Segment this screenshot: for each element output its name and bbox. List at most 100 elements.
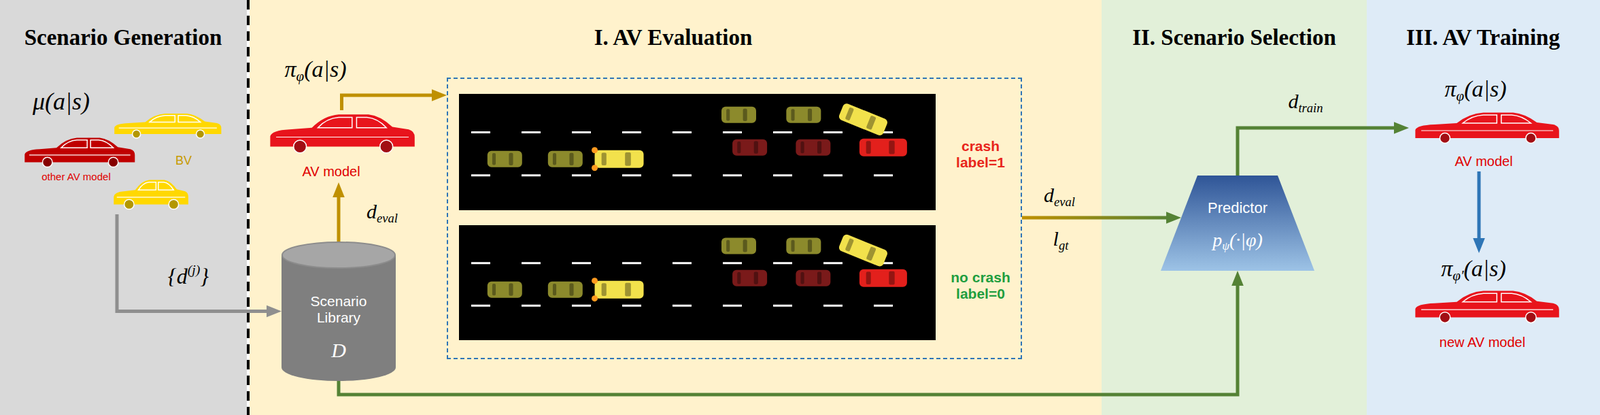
- text-wrap: AV model: [1454, 153, 1513, 170]
- vehicle-body: [732, 139, 768, 156]
- road-background: [458, 225, 936, 340]
- car-wheel: [1525, 133, 1537, 144]
- text-part: }: [199, 263, 209, 289]
- car-window: [318, 117, 353, 128]
- car-body: [1415, 112, 1559, 139]
- crash-label: no crash label=0: [942, 269, 1019, 302]
- policy-label: πφ′(a|s): [1440, 254, 1507, 285]
- text-part: (a|s): [303, 56, 347, 82]
- connector-arrow: [116, 214, 275, 312]
- car-trim: [116, 196, 185, 198]
- car-node: πφ′(a|s)new AV model: [1408, 252, 1566, 355]
- car-trim: [1421, 309, 1554, 311]
- subscript: ψ: [1221, 240, 1230, 253]
- car-icon: [24, 137, 135, 167]
- vehicle-window: [754, 271, 759, 285]
- car-wheel: [293, 140, 307, 153]
- text-wrap: no crash label=0: [942, 269, 1019, 302]
- subscript: train: [1298, 99, 1323, 115]
- vehicle-window: [552, 152, 557, 165]
- stage-panel: I. AV Evaluationπφ(a|s)AV modelScenario …: [249, 0, 1102, 415]
- library-label: Scenario Library: [287, 293, 390, 326]
- vehicle-icon: [786, 237, 821, 254]
- car-wheel: [380, 140, 394, 153]
- car-node: πφ(a|s) AV model: [1408, 74, 1566, 172]
- cylinder-body: [281, 254, 396, 381]
- vehicle-window: [726, 240, 730, 252]
- vehicle-body: [594, 280, 644, 299]
- lane-marking: [471, 174, 924, 177]
- subscript: φ: [1456, 87, 1465, 105]
- car-wheel: [132, 129, 141, 139]
- text-wrap: crash label=1: [942, 138, 1019, 171]
- car-label: AV model: [301, 163, 360, 180]
- car-wheel: [124, 199, 134, 209]
- text-wrap: lgt: [1053, 227, 1069, 253]
- vehicle-window: [737, 141, 741, 153]
- vehicle-body: [786, 106, 821, 124]
- vehicle-body: [859, 269, 908, 287]
- car-trim: [29, 154, 131, 156]
- predictor-trapezoid: Predictorpψ(·|φ): [1160, 175, 1315, 271]
- text-wrap: πφ′(a|s): [1440, 254, 1507, 285]
- cylinder-top: [282, 242, 396, 268]
- vehicle-body: [721, 237, 757, 254]
- car-body: [114, 113, 221, 134]
- evaluation-box: crash label=1 no crash label=0: [446, 77, 1023, 360]
- stage-panel: III. AV Trainingπφ(a|s)AV modelπφ′(a|s)n…: [1366, 0, 1600, 415]
- vehicle-window: [624, 152, 632, 166]
- car-window: [356, 117, 387, 128]
- vehicle-body: [859, 138, 908, 157]
- car-label: other AV model: [41, 170, 111, 183]
- vehicle-window: [601, 282, 607, 296]
- car-wheel: [1525, 312, 1537, 323]
- vehicle-body: [795, 139, 831, 156]
- text-wrap: Scenario Generation: [24, 25, 223, 51]
- crash-label: crash label=1: [942, 138, 1019, 171]
- vehicle-window: [866, 140, 872, 154]
- vehicle-window: [790, 240, 795, 252]
- car-icon: [113, 179, 189, 209]
- vehicle-window: [817, 141, 822, 154]
- collision-dot: [591, 146, 598, 153]
- vehicle-body: [548, 150, 583, 168]
- vehicle-window: [888, 140, 895, 155]
- vehicle-icon: [859, 269, 908, 287]
- vehicle-window: [845, 107, 855, 122]
- text-wrap: II. Scenario Selection: [1132, 25, 1337, 51]
- vehicle-body: [837, 233, 889, 268]
- vehicle-icon: [786, 106, 821, 124]
- connector-arrow: [337, 189, 341, 242]
- vehicle-window: [743, 239, 748, 252]
- collision-dot: [591, 295, 598, 302]
- car-trim: [118, 127, 217, 129]
- car-window: [1501, 114, 1532, 124]
- text-part: p: [1212, 229, 1222, 251]
- vehicle-body: [732, 269, 768, 287]
- vehicle-window: [508, 283, 513, 296]
- text-wrap: Predictor: [1207, 199, 1268, 217]
- vehicle-window: [569, 283, 574, 296]
- vehicle-window: [569, 152, 574, 166]
- subscript: eval: [376, 210, 398, 225]
- text-wrap: BV: [175, 153, 192, 168]
- car-icon: [1415, 291, 1559, 323]
- car-wheel: [196, 129, 205, 139]
- subscript: φ: [296, 67, 305, 85]
- text-wrap: πφ(a|s): [1444, 75, 1507, 105]
- vehicle-window: [866, 246, 877, 261]
- text-wrap: I. AV Evaluation: [594, 25, 753, 51]
- vehicle-window: [807, 108, 812, 122]
- text-part: {d: [167, 263, 188, 289]
- set-symbol: D: [331, 338, 347, 363]
- vehicle-icon: [795, 139, 831, 156]
- connector-arrow: [338, 278, 1238, 395]
- vehicle-window: [866, 271, 872, 285]
- vehicle-window: [726, 108, 730, 121]
- car-wheel: [108, 157, 118, 167]
- text-wrap: Scenario Library: [287, 293, 390, 326]
- car-trim: [1421, 129, 1554, 131]
- vehicle-body: [548, 281, 583, 298]
- text-wrap: μ(a|s): [32, 87, 90, 116]
- vehicle-icon: [591, 146, 644, 171]
